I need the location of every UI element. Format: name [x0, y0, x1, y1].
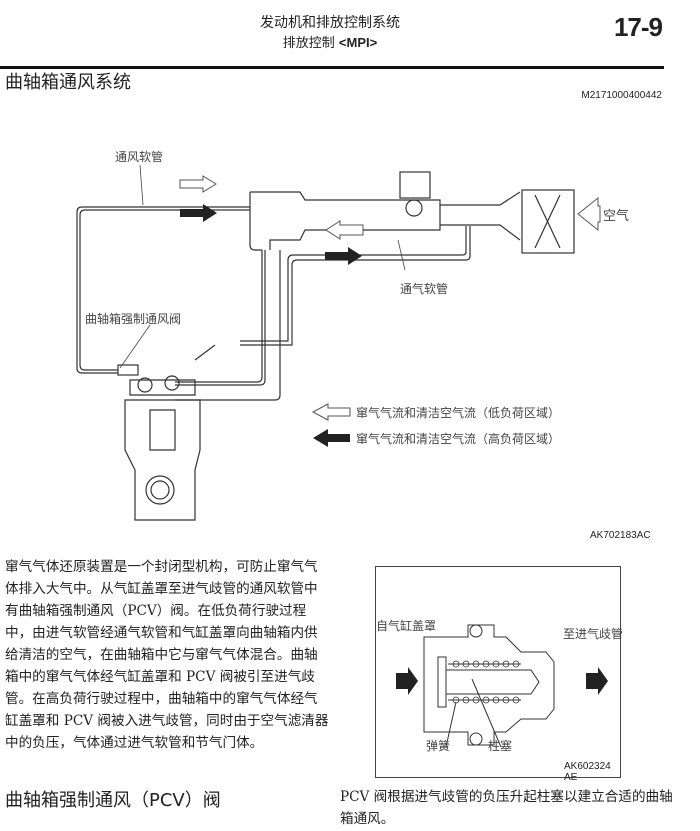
hollow-arrow-left [325, 220, 364, 240]
label-pcv-valve: 曲轴箱强制通风阀 [85, 312, 182, 326]
section-title: 曲轴箱通风系统 [5, 72, 131, 93]
pcv-figure-id: AK602324 AE [564, 761, 611, 783]
header-title: 发动机和排放控制系统 [260, 15, 400, 31]
label-plunger: 柱塞 [488, 739, 513, 753]
filled-arrow-right [180, 204, 217, 222]
pcv-valve-figure: 自气缸盖罩 至进气歧管 弹簧 柱塞 AK602324 AE [375, 566, 624, 783]
air-arrow-icon [577, 196, 601, 232]
crankcase-ventilation-diagram [76, 164, 601, 521]
label-to-intake-manifold: 至进气歧管 [563, 627, 624, 641]
outlet-arrow-icon [586, 667, 608, 695]
hollow-arrow-right [179, 175, 217, 193]
label-from-cylinder-head: 自气缸盖罩 [376, 619, 437, 633]
figure-code: M2171000400442 [581, 90, 662, 101]
legend-low-load: 窜气气流和清洁空气流（低负荷区域） [356, 406, 561, 420]
pcv-section-title: 曲轴箱强制通风（PCV）阀 [5, 790, 221, 811]
filled-arrow-right-2 [325, 247, 362, 265]
header-subtitle: 排放控制 <MPI> [0, 32, 660, 51]
label-ventilation-hose: 通风软管 [115, 150, 164, 164]
legend-high-load: 窜气气流和清洁空气流（高负荷区域） [356, 432, 561, 446]
legend-hollow-arrow [311, 403, 351, 421]
inlet-arrow-icon [396, 667, 418, 695]
label-breather-hose: 通气软管 [400, 282, 449, 296]
page-number: 17-9 [613, 12, 663, 42]
body-paragraph: 窜气气体还原装置是一个封闭型机构，可防止窜气气体排入大气中。从气缸盖罩至进气歧管… [5, 559, 329, 751]
label-spring: 弹簧 [426, 739, 451, 753]
diagram-figure-id: AK702183AC [590, 530, 651, 541]
subtitle-text: 排放控制 [282, 36, 339, 51]
pcv-valve-drawing [396, 624, 608, 748]
pcv-section-text: PCV 阀根据进气歧管的负压升起柱塞以建立合适的曲轴箱通风。 [340, 789, 673, 827]
header-divider [0, 66, 664, 69]
label-air: 空气 [603, 209, 630, 224]
legend-filled-arrow [313, 429, 350, 447]
subtitle-tag: <MPI> [338, 35, 378, 50]
